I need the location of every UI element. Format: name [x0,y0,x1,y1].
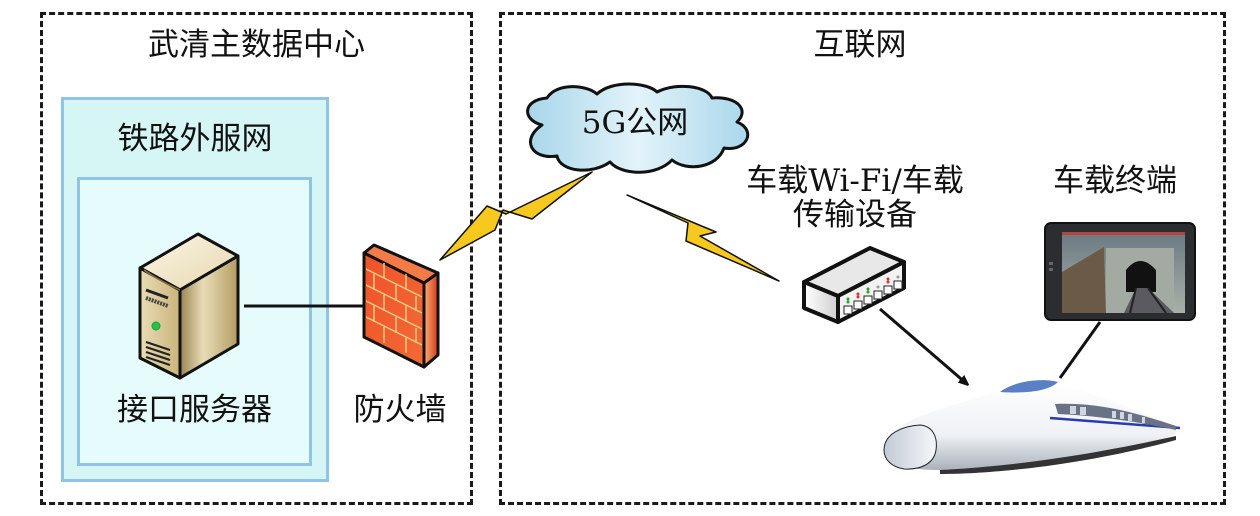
server-icon [138,232,240,380]
zone-data-center-title: 武清主数据中心 [148,27,365,63]
firewall-icon [362,243,440,369]
onboard-wifi-label-line1: 车载Wi-Fi/车载 [746,163,964,199]
public-5g-label: 5G公网 [581,105,689,141]
network-railway-external-title: 铁路外服网 [117,121,273,157]
onboard-terminal-label: 车载终端 [1053,163,1177,199]
zone-data-center [40,12,473,505]
cloud-icon [526,82,750,174]
switch-icon [802,246,906,324]
onboard-wifi-label-line2: 传输设备 [793,197,917,233]
zone-internet [499,12,1226,505]
interface-server-label: 接口服务器 [117,392,272,428]
train-icon [883,380,1181,474]
zone-internet-title: 互联网 [813,27,907,63]
tablet-icon [1044,222,1196,321]
firewall-label: 防火墙 [353,392,447,428]
